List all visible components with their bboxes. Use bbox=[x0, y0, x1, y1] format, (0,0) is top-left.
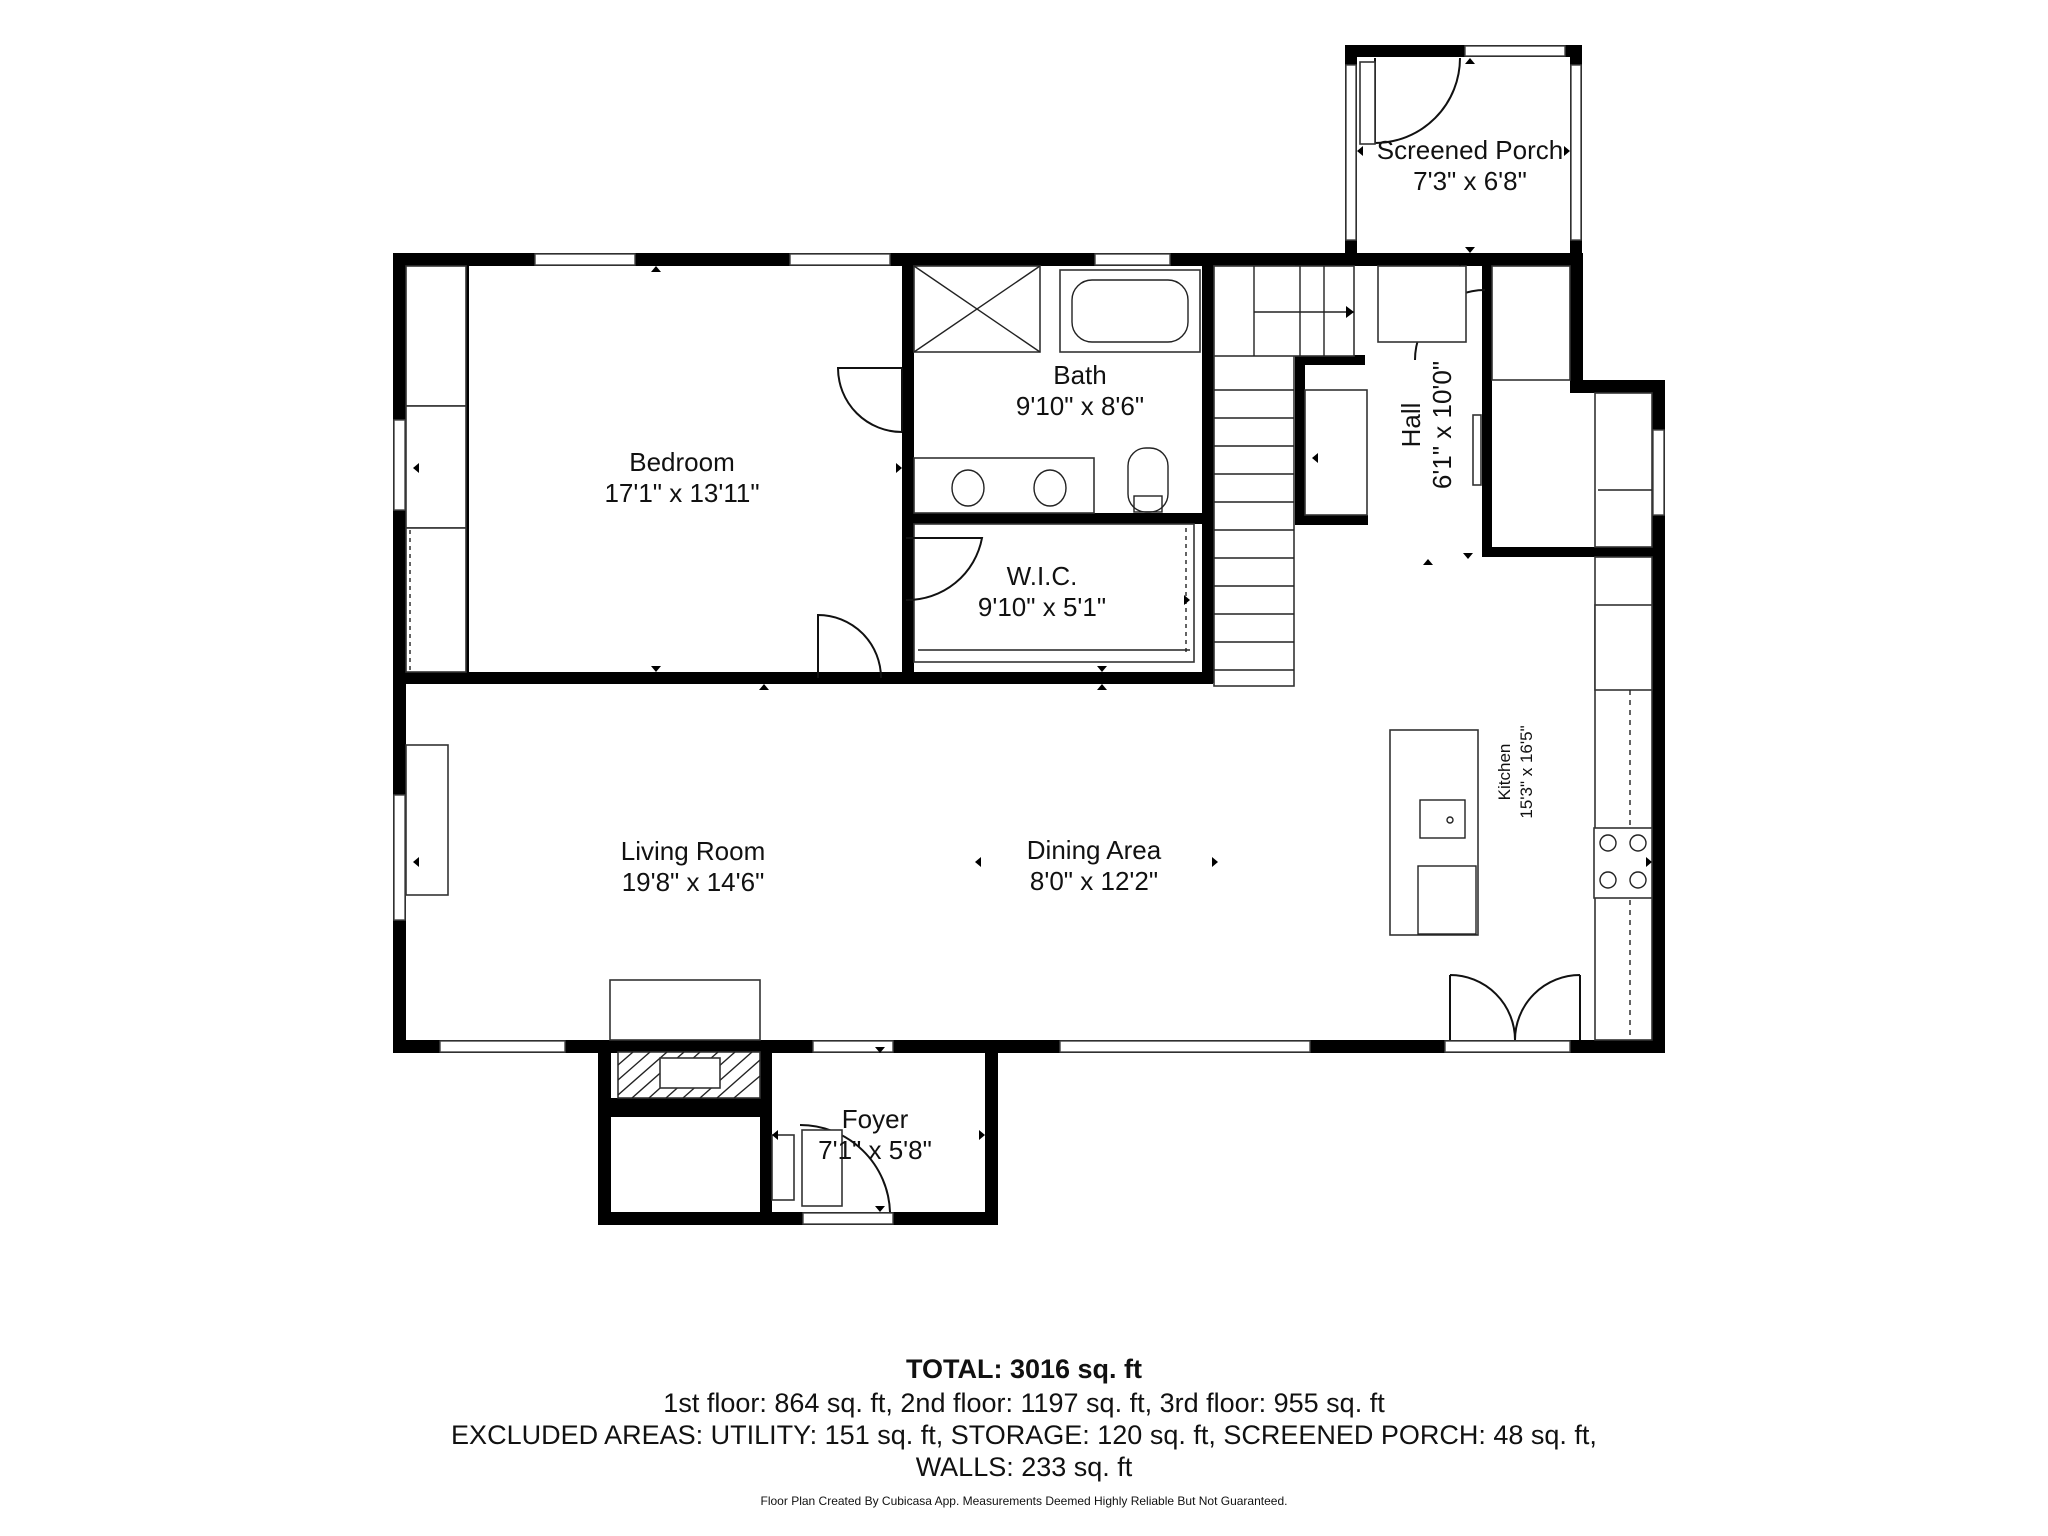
room-dims-bedroom: 17'1" x 13'11" bbox=[604, 478, 759, 508]
windows bbox=[393, 45, 1665, 1225]
fixtures bbox=[405, 265, 1653, 1201]
room-name-screened-porch: Screened Porch bbox=[1377, 135, 1563, 165]
room-dims-hall: 6'1" x 10'0" bbox=[1427, 361, 1457, 489]
total-area: TOTAL: 3016 sq. ft bbox=[905, 1354, 1143, 1384]
room-dims-dining-area: 8'0" x 12'2" bbox=[1030, 866, 1158, 896]
room-name-dining-area: Dining Area bbox=[1027, 835, 1162, 865]
room-dims-kitchen: 15'3" x 16'5" bbox=[1517, 725, 1536, 818]
interior-walls bbox=[393, 253, 1657, 1225]
room-dims-screened-porch: 7'3" x 6'8" bbox=[1413, 166, 1527, 196]
room-name-hall: Hall bbox=[1396, 403, 1426, 448]
excluded-areas: EXCLUDED AREAS: UTILITY: 151 sq. ft, STO… bbox=[451, 1420, 1597, 1450]
doors bbox=[799, 57, 1581, 1213]
room-name-kitchen: Kitchen bbox=[1495, 744, 1514, 801]
room-name-foyer: Foyer bbox=[842, 1104, 909, 1134]
floor-areas: 1st floor: 864 sq. ft, 2nd floor: 1197 s… bbox=[663, 1388, 1385, 1418]
room-name-bedroom: Bedroom bbox=[629, 447, 735, 477]
room-dims-living-room: 19'8" x 14'6" bbox=[622, 867, 765, 897]
fireplace-hatch bbox=[617, 1051, 761, 1099]
room-name-wic: W.I.C. bbox=[1007, 561, 1078, 591]
room-name-living-room: Living Room bbox=[621, 836, 766, 866]
disclaimer: Floor Plan Created By Cubicasa App. Meas… bbox=[760, 1494, 1288, 1508]
room-labels: Screened Porch 7'3" x 6'8" Bath 9'10" x … bbox=[604, 135, 1563, 1165]
room-dims-bath: 9'10" x 8'6" bbox=[1016, 391, 1144, 421]
dimension-arrows bbox=[413, 58, 1652, 1212]
stairs bbox=[1213, 265, 1355, 687]
room-name-bath: Bath bbox=[1053, 360, 1107, 390]
room-dims-foyer: 7'1" x 5'8" bbox=[818, 1135, 932, 1165]
wall-area: WALLS: 233 sq. ft bbox=[915, 1452, 1133, 1482]
room-dims-wic: 9'10" x 5'1" bbox=[978, 592, 1106, 622]
